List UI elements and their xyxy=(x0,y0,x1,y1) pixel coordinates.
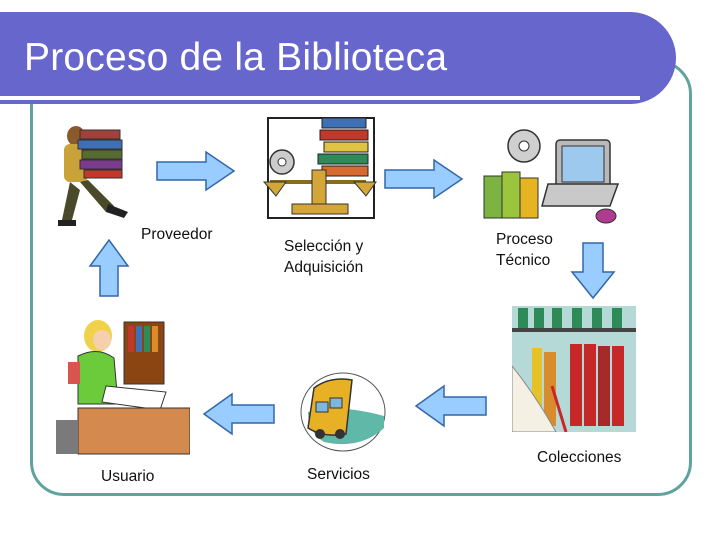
arrow-left-1 xyxy=(414,384,487,428)
computer-books-icon xyxy=(478,124,628,228)
arrow-left-2 xyxy=(202,392,275,436)
slide-title: Proceso de la Biblioteca xyxy=(24,36,448,79)
label-seleccion-line1: Selección y xyxy=(284,238,364,255)
title-underline xyxy=(0,96,640,100)
title-bar xyxy=(0,12,676,104)
arrow-down xyxy=(570,242,616,300)
student-reading-icon xyxy=(56,312,191,458)
arrow-up xyxy=(88,238,130,297)
arrow-right-2 xyxy=(384,158,464,200)
person-carrying-books-icon xyxy=(56,116,140,228)
label-usuario: Usuario xyxy=(101,468,155,485)
bookshelf-icon xyxy=(511,306,636,433)
label-servicios: Servicios xyxy=(307,466,370,483)
label-proceso-line1: Proceso xyxy=(496,231,553,248)
label-seleccion-line2: Adquisición xyxy=(284,259,364,276)
label-colecciones: Colecciones xyxy=(537,449,622,466)
label-proveedor: Proveedor xyxy=(141,226,213,243)
label-proceso-line2: Técnico xyxy=(496,252,551,269)
balance-scale-books-icon xyxy=(262,112,380,222)
bus-icon xyxy=(300,372,386,452)
arrow-right-1 xyxy=(156,150,236,192)
